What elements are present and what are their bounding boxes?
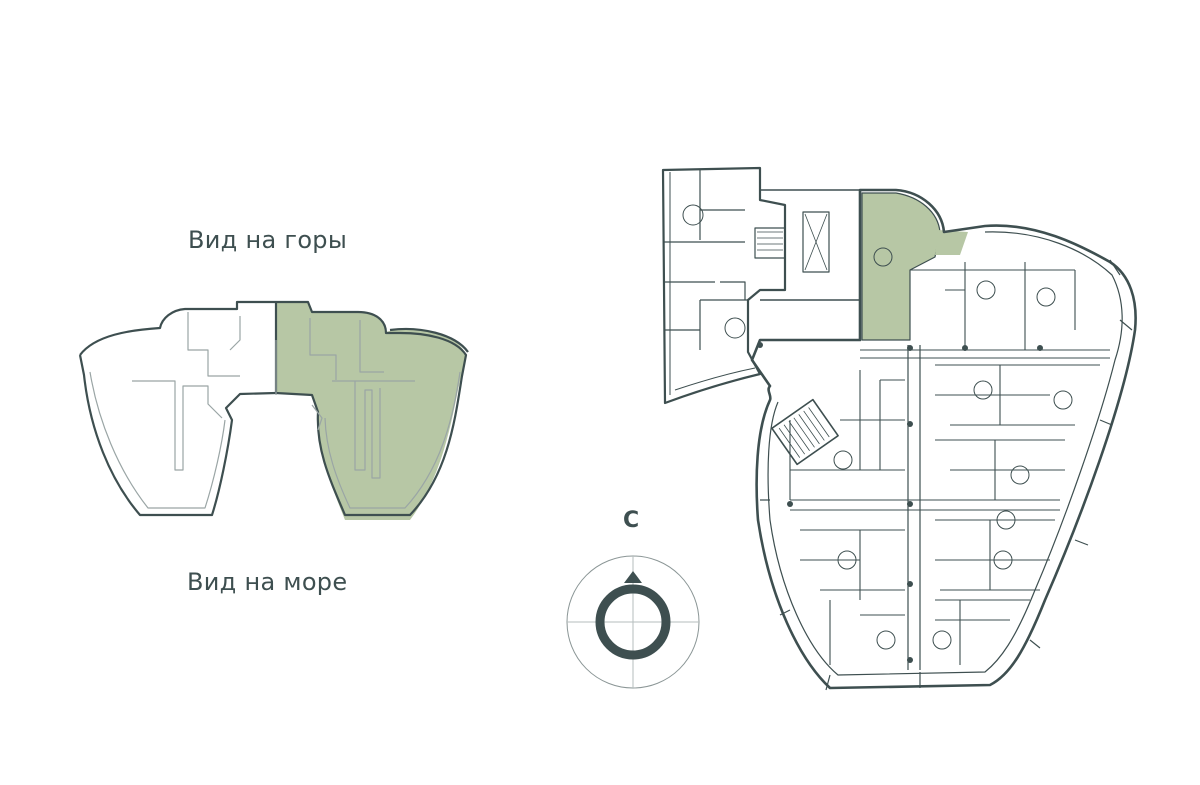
corridor-ew — [790, 499, 1060, 511]
elevator-shaft — [802, 211, 830, 273]
room-markers — [833, 247, 1073, 650]
west-wing-outline — [661, 166, 787, 405]
highlighted-section[interactable] — [276, 303, 466, 520]
tower-outline — [750, 188, 1137, 690]
junction-dots — [757, 342, 1043, 663]
floor-plan — [661, 166, 1137, 691]
building-outline — [79, 300, 468, 517]
highlighted-apartment[interactable] — [861, 192, 941, 341]
stairwell — [754, 227, 786, 259]
building-key-plan — [78, 300, 469, 520]
core-outline — [760, 189, 861, 301]
rotated-stair-block — [771, 398, 839, 466]
view-mountains-label: Вид на горы — [188, 226, 348, 254]
compass-arrow-icon — [624, 571, 642, 583]
view-sea-label: Вид на море — [187, 568, 348, 596]
compass-north-letter: С — [623, 508, 640, 533]
compass — [566, 555, 700, 689]
corridor-ns — [907, 345, 921, 670]
compass-ring — [595, 584, 671, 660]
